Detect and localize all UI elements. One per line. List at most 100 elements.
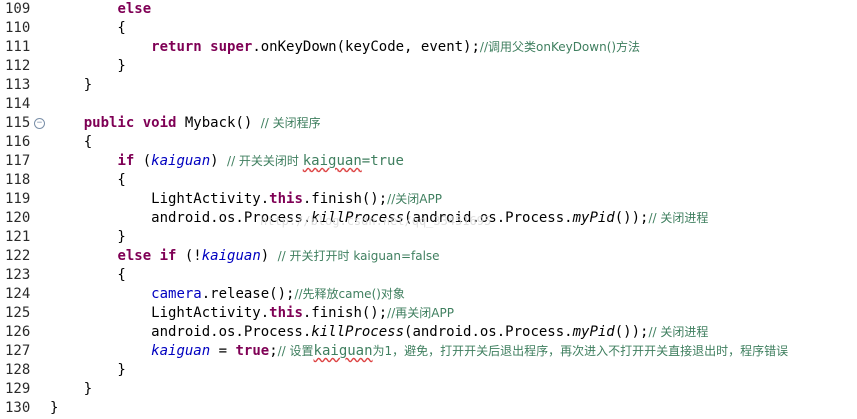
code-token: super: [210, 39, 253, 55]
code-text: LightActivity.this.finish();//再关闭APP: [50, 304, 454, 323]
code-line[interactable]: 109 else: [0, 0, 857, 19]
code-token: myPid: [572, 210, 615, 226]
code-token: else: [117, 248, 152, 264]
code-token: [202, 39, 210, 55]
code-line[interactable]: 118 {: [0, 171, 857, 190]
code-text: android.os.Process.killProcess(android.o…: [50, 323, 708, 342]
code-token: //先释放came()对象: [294, 287, 405, 301]
code-line[interactable]: 126 android.os.Process.killProcess(andro…: [0, 323, 857, 342]
code-token: // 关闭进程: [648, 325, 709, 339]
code-text: }: [50, 76, 92, 95]
line-number: 117: [5, 153, 31, 169]
code-line[interactable]: 130}: [0, 399, 857, 418]
code-line[interactable]: 127 kaiguan = true;// 设置kaiguan为1，避免，打开开…: [0, 342, 857, 361]
code-token: killProcess: [311, 324, 405, 340]
code-line[interactable]: 112 }: [0, 57, 857, 76]
code-token: [134, 115, 142, 131]
code-token: ): [260, 248, 278, 264]
code-token: }: [50, 362, 126, 378]
code-line[interactable]: 113 }: [0, 76, 857, 95]
code-line[interactable]: 120 android.os.Process.killProcess(andro…: [0, 209, 857, 228]
code-token: =true: [361, 153, 404, 169]
code-token: kaiguan: [313, 343, 373, 359]
code-line[interactable]: 129 }: [0, 380, 857, 399]
code-token: if: [117, 153, 135, 169]
code-token: return: [151, 39, 202, 55]
code-line[interactable]: 123 {: [0, 266, 857, 285]
code-text: else if (!kaiguan) // 开关打开时 kaiguan=fals…: [50, 247, 440, 266]
line-number: 126: [5, 324, 31, 340]
code-line[interactable]: 117 if (kaiguan) // 开关关闭时 kaiguan=true: [0, 152, 857, 171]
code-line[interactable]: 111 return super.onKeyDown(keyCode, even…: [0, 38, 857, 57]
code-token: }: [50, 229, 126, 245]
line-number: 128: [5, 362, 31, 378]
code-token: [50, 153, 117, 169]
line-number: 119: [5, 191, 31, 207]
code-text: }: [50, 380, 92, 399]
code-token: LightActivity.: [50, 305, 270, 321]
code-token: //再关闭APP: [387, 306, 454, 320]
code-text: {: [50, 266, 125, 285]
code-token: (!: [176, 248, 202, 264]
line-number: 113: [5, 77, 31, 93]
line-number: 116: [5, 134, 31, 150]
line-number: 130: [5, 400, 31, 416]
code-token: kaiguan: [151, 153, 211, 169]
line-number-gutter: [0, 0, 40, 419]
code-token: //调用父类onKeyDown()方法: [479, 40, 641, 54]
code-token: kaiguan: [302, 153, 362, 169]
code-token: android.os.Process.: [50, 210, 312, 226]
code-token: ): [210, 153, 228, 169]
code-token: void: [142, 115, 177, 131]
code-line[interactable]: 125 LightActivity.this.finish();//再关闭APP: [0, 304, 857, 323]
code-token: .onKeyDown(keyCode, event);: [252, 39, 480, 55]
code-token: ());: [614, 324, 649, 340]
code-token: android.os.Process.: [50, 324, 312, 340]
code-token: // 设置: [277, 344, 314, 358]
code-line[interactable]: 122 else if (!kaiguan) // 开关打开时 kaiguan=…: [0, 247, 857, 266]
code-token: 为1，避免，打开开关后退出程序，再次进入不打开开关直接退出时，程序错误: [372, 344, 789, 358]
code-token: [50, 343, 151, 359]
line-number: 129: [5, 381, 31, 397]
line-number: 112: [5, 58, 31, 74]
code-token: }: [50, 400, 59, 416]
code-line[interactable]: 116 {: [0, 133, 857, 152]
code-token: // 关闭进程: [648, 211, 709, 225]
line-number: 115: [5, 115, 31, 131]
code-token: else: [117, 1, 152, 17]
code-line[interactable]: 114: [0, 95, 857, 114]
code-text: return super.onKeyDown(keyCode, event);/…: [50, 38, 640, 57]
code-line[interactable]: 110 {: [0, 19, 857, 38]
line-number: 118: [5, 172, 31, 188]
code-text: kaiguan = true;// 设置kaiguan为1，避免，打开开关后退出…: [50, 342, 788, 361]
line-number: 124: [5, 286, 31, 302]
code-token: killProcess: [311, 210, 405, 226]
code-text: }: [50, 57, 125, 76]
code-line[interactable]: 128 }: [0, 361, 857, 380]
line-number: 127: [5, 343, 31, 359]
code-line[interactable]: 115− public void Myback() // 关闭程序: [0, 114, 857, 133]
code-token: [50, 39, 151, 55]
code-line[interactable]: 119 LightActivity.this.finish();//关闭APP: [0, 190, 857, 209]
code-token: ());: [614, 210, 649, 226]
line-number: 120: [5, 210, 31, 226]
code-line[interactable]: 124 camera.release();//先释放came()对象: [0, 285, 857, 304]
code-token: ;: [269, 343, 278, 359]
code-text: LightActivity.this.finish();//关闭APP: [50, 190, 442, 209]
code-token: [50, 248, 117, 264]
code-text: }: [50, 399, 58, 418]
fold-collapse-icon[interactable]: −: [34, 118, 45, 129]
code-token: // 开关打开时 kaiguan=false: [277, 249, 440, 263]
code-token: [50, 115, 84, 131]
code-token: // 开关关闭时: [227, 154, 303, 168]
code-token: kaiguan: [151, 343, 211, 359]
code-token: }: [50, 381, 93, 397]
code-token: .release();: [201, 286, 295, 302]
line-number: 122: [5, 248, 31, 264]
code-line[interactable]: 121 }: [0, 228, 857, 247]
line-number: 123: [5, 267, 31, 283]
code-text: public void Myback() // 关闭程序: [50, 114, 321, 133]
code-token: (android.os.Process.: [404, 210, 573, 226]
code-text: else: [50, 0, 151, 19]
